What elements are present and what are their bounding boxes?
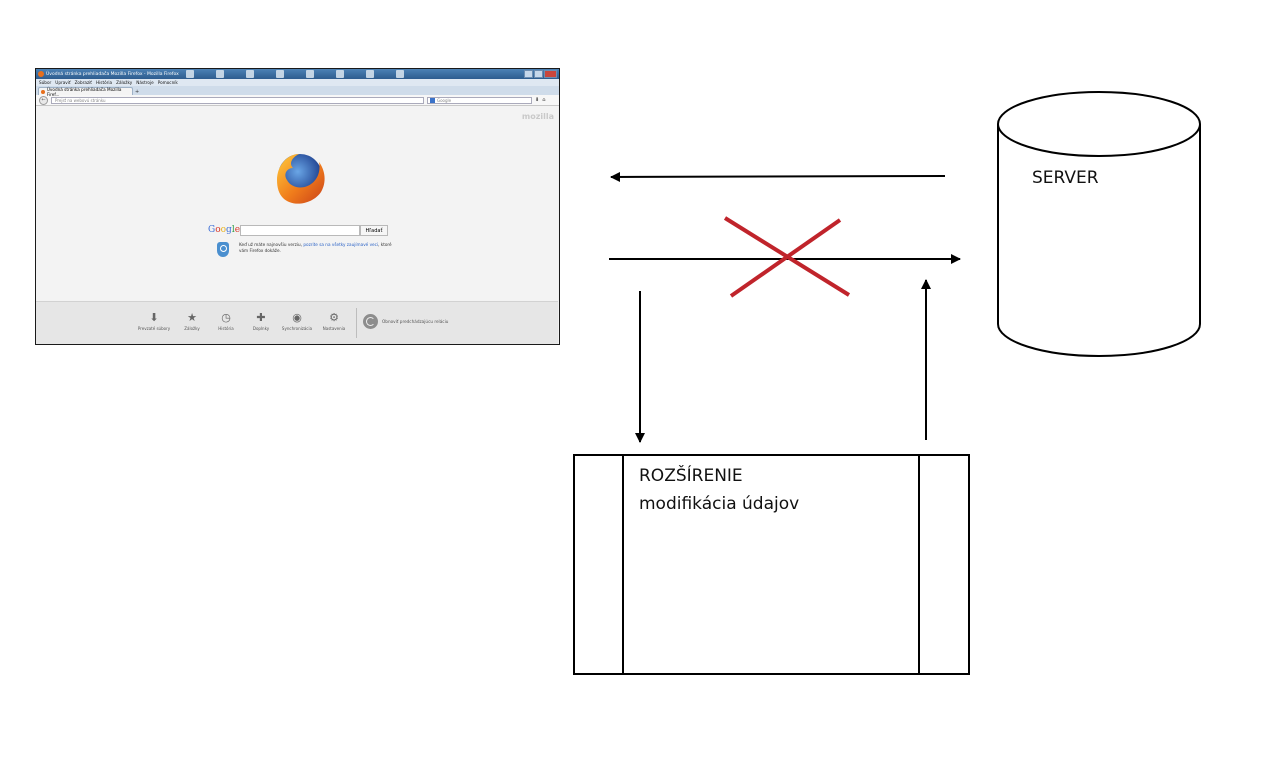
firefox-logo — [277, 154, 325, 204]
back-icon[interactable]: ← — [39, 95, 48, 105]
window-title: Úvodná stránka prehliadača Mozilla Firef… — [46, 71, 179, 77]
download-icon: ⬇ — [149, 311, 159, 324]
url-placeholder: Prejsť na webovú stránku — [55, 97, 106, 103]
menu-item[interactable]: Nástroje — [136, 80, 154, 85]
navigation-bar: ← Prejsť na webovú stránku Google ⬇ ⌂ — [36, 95, 559, 106]
menu-item[interactable]: História — [95, 80, 113, 85]
menu-item[interactable]: Zobraziť — [74, 80, 92, 85]
puzzle-icon: ✚ — [256, 311, 266, 324]
new-tab-icon[interactable]: + — [135, 89, 140, 95]
clock-icon: ◷ — [221, 311, 231, 324]
menu-item[interactable]: Upraviť — [55, 80, 71, 85]
promo-text: Keď už máte najnovšiu verziu, pozrite sa… — [239, 242, 392, 253]
window-controls — [524, 70, 557, 78]
menu-item[interactable]: Súbor — [39, 80, 52, 85]
server-cylinder — [997, 91, 1201, 357]
launcher-bookmarks[interactable]: ★ Záložky — [172, 311, 212, 331]
close-icon[interactable] — [544, 70, 557, 78]
menu-item[interactable]: Pomocník — [157, 80, 178, 85]
launcher-settings[interactable]: ⚙ Nastavenia — [314, 311, 354, 331]
browser-screenshot: Úvodná stránka prehliadača Mozilla Firef… — [35, 68, 560, 345]
restore-session-button[interactable]: Obnoviť predchádzajúcu reláciu — [363, 314, 448, 329]
extension-box — [573, 454, 970, 675]
download-icon[interactable]: ⬇ — [535, 97, 540, 103]
tab-label: Úvodná stránka prehliadača Mozilla Firef… — [46, 86, 122, 97]
search-placeholder: Google — [437, 97, 452, 103]
restore-icon — [363, 314, 378, 329]
browser-tab[interactable]: Úvodná stránka prehliadača Mozilla Firef… — [38, 86, 133, 97]
launcher-bar: ⬇ Prevzaté súbory ★ Záložky ◷ História ✚… — [36, 301, 558, 344]
url-bar[interactable]: Prejsť na webovú stránku — [51, 96, 424, 104]
browser-titlebar: Úvodná stránka prehliadača Mozilla Firef… — [36, 69, 559, 79]
sync-icon: ◉ — [292, 311, 302, 324]
firefox-small-icon — [38, 71, 44, 77]
search-button[interactable]: Hľadať — [360, 225, 388, 236]
promo-link[interactable]: pozrite sa na všetky zaujímavé veci — [303, 242, 379, 247]
extension-subtitle: modifikácia údajov — [639, 494, 800, 514]
google-logo: Google — [208, 225, 241, 235]
blocked-cross-icon — [723, 216, 851, 298]
launcher-addons[interactable]: ✚ Doplnky — [241, 311, 281, 331]
menu-item[interactable]: Záložky — [116, 80, 133, 85]
server-label: SERVER — [1032, 168, 1099, 188]
google-search-input[interactable] — [240, 225, 360, 236]
launcher-downloads[interactable]: ⬇ Prevzaté súbory — [134, 311, 174, 331]
mozilla-watermark: mozilla — [521, 112, 554, 121]
launcher-sync[interactable]: ◉ Synchronizácia — [277, 311, 317, 331]
launcher-history[interactable]: ◷ História — [206, 311, 246, 331]
google-icon — [430, 97, 435, 103]
gear-icon: ⚙ — [329, 311, 339, 324]
tab-strip: Úvodná stránka prehliadača Mozilla Firef… — [36, 86, 559, 97]
arrow-server-to-browser — [610, 171, 946, 182]
minimize-icon[interactable] — [524, 70, 533, 78]
taskbar-icons — [186, 70, 404, 78]
start-page: mozilla Google Hľadať Keď už máte najnov — [36, 106, 558, 301]
menu-bar: Súbor Upraviť Zobraziť História Záložky … — [36, 79, 559, 86]
maximize-icon[interactable] — [534, 70, 543, 78]
home-icon[interactable]: ⌂ — [542, 97, 546, 103]
launcher-divider — [356, 308, 357, 338]
extension-title: ROZŠÍRENIE — [639, 466, 743, 486]
sync-promo-icon — [217, 242, 229, 257]
star-icon: ★ — [187, 311, 197, 324]
firefox-tab-icon — [41, 89, 45, 94]
search-bar[interactable]: Google — [427, 96, 532, 104]
